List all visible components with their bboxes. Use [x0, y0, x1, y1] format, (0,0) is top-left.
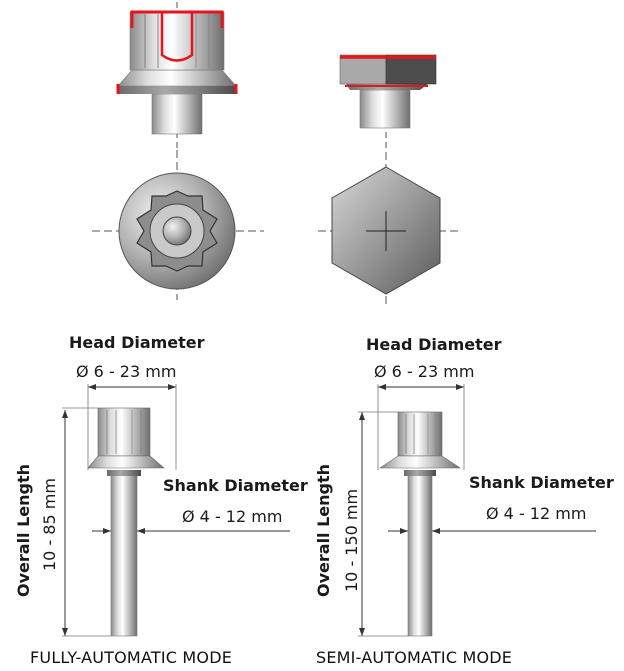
socket-bolt-top-view — [92, 150, 264, 300]
fully-automatic-bolt-drawing — [62, 384, 290, 637]
semi-shank-diameter-value: Ø 4 - 12 mm — [486, 504, 587, 523]
fully-overall-length-label: Overall Length — [14, 463, 33, 597]
semi-head-diameter-value: Ø 6 - 23 mm — [374, 362, 475, 381]
semi-shank-diameter-label: Shank Diameter — [469, 473, 614, 492]
semi-overall-length-value: 10 - 150 mm — [342, 488, 361, 592]
fully-head-diameter-value: Ø 6 - 23 mm — [76, 362, 177, 381]
fully-overall-length-value: 10 - 85 mm — [40, 478, 59, 571]
semi-automatic-mode-caption: SEMI-AUTOMATIC MODE — [316, 648, 513, 667]
semi-automatic-bolt-drawing — [358, 384, 596, 637]
socket-bolt-side-view — [116, 2, 238, 150]
fully-automatic-mode-caption: FULLY-AUTOMATIC MODE — [30, 648, 233, 667]
semi-head-diameter-label: Head Diameter — [366, 335, 502, 354]
semi-overall-length-label: Overall Length — [314, 463, 333, 597]
hex-bolt-side-view — [339, 54, 437, 150]
fully-shank-diameter-label: Shank Diameter — [163, 476, 308, 495]
hex-bolt-top-view — [318, 152, 462, 304]
fully-head-diameter-label: Head Diameter — [69, 333, 205, 352]
fully-shank-diameter-value: Ø 4 - 12 mm — [182, 507, 283, 526]
